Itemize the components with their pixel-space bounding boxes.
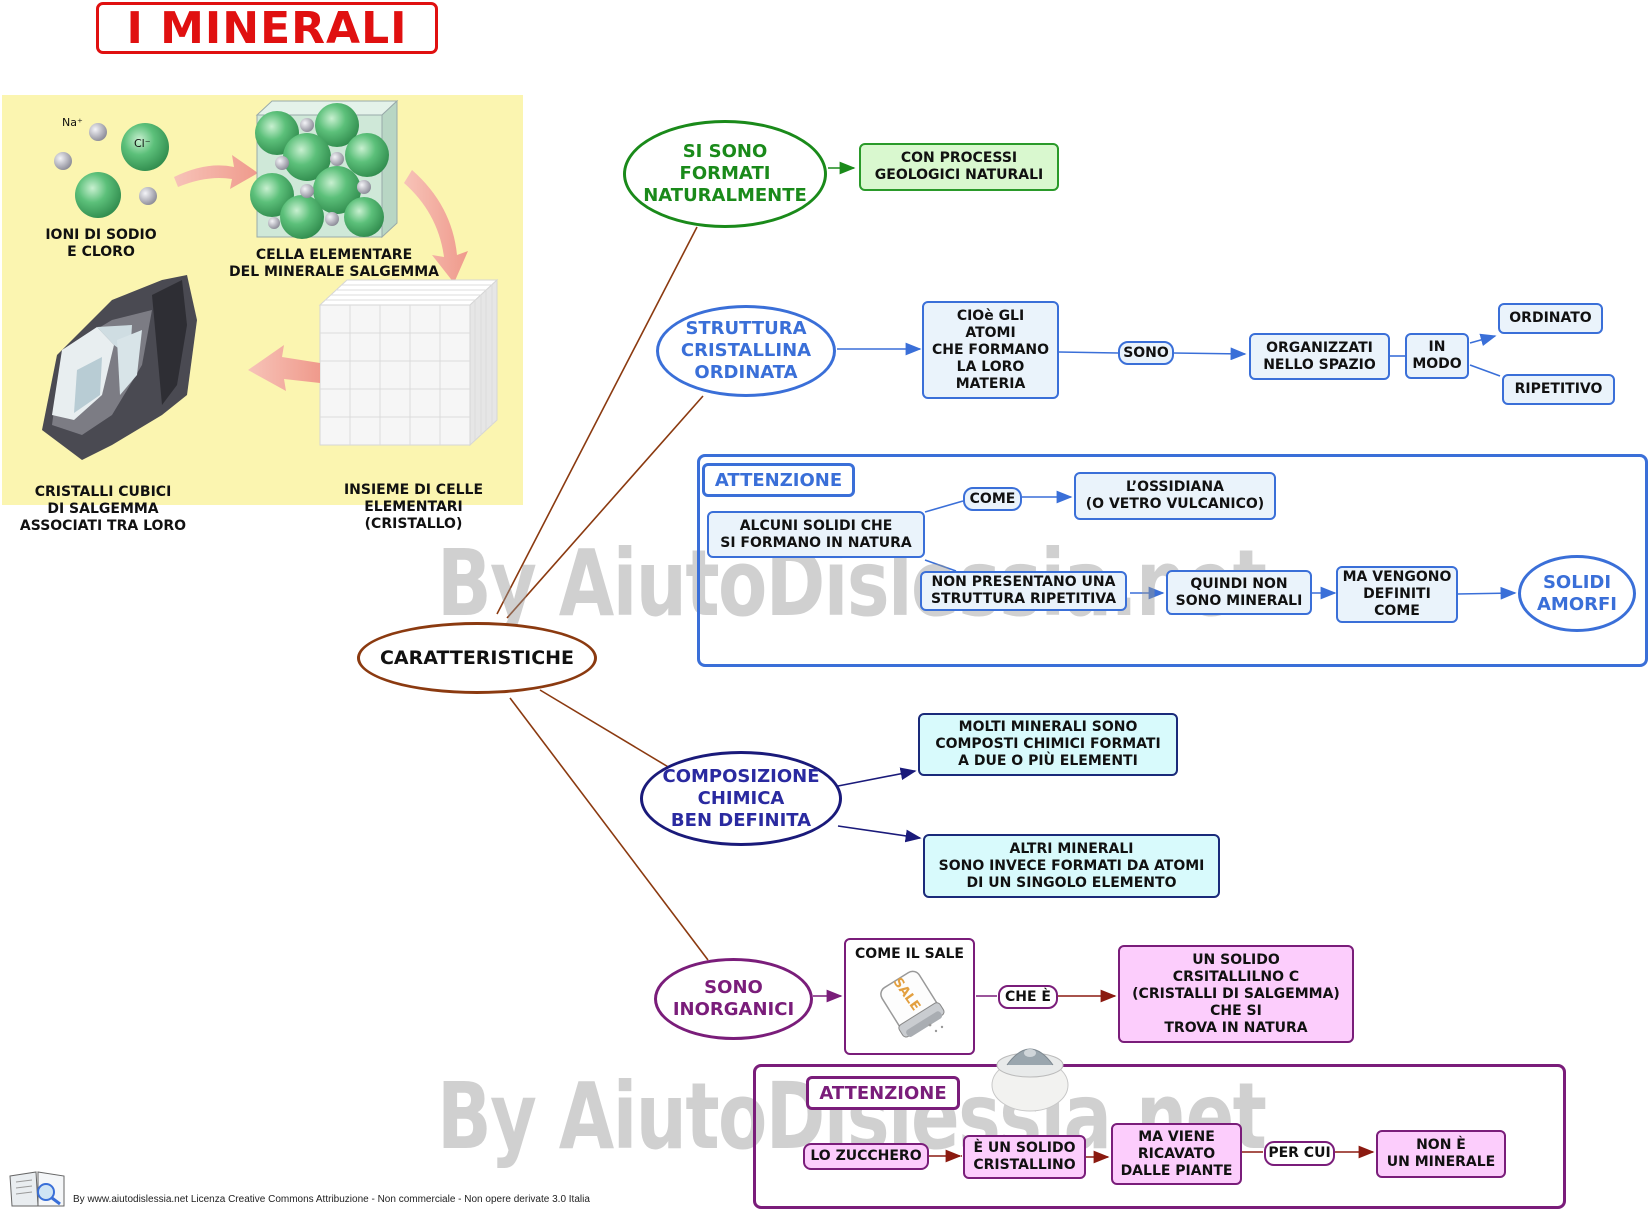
crystal-cube-icon: [318, 278, 499, 447]
box-un-solido-cristallino: UN SOLIDO CRSITALLILNO C (CRISTALLI DI S…: [1118, 945, 1354, 1043]
attenzione-frame-1: [697, 454, 1648, 667]
box-per-cui: PER CUI: [1264, 1141, 1335, 1166]
box-molti-minerali: MOLTI MINERALI SONO COMPOSTI CHIMICI FOR…: [918, 713, 1178, 776]
come-il-sale-label: COME IL SALE: [855, 946, 964, 962]
caption-cella: CELLA ELEMENTARE DEL MINERALE SALGEMMA: [229, 247, 439, 280]
box-e-un-solido: È UN SOLIDO CRISTALLINO: [963, 1135, 1086, 1179]
label-attenzione-1: ATTENZIONE: [702, 463, 855, 497]
ion-label-na: Na⁺: [62, 116, 83, 129]
node-formati-naturalmente: SI SONO FORMATI NATURALMENTE: [623, 120, 827, 228]
node-sono-inorganici: SONO INORGANICI: [654, 958, 813, 1040]
node-solidi-amorfi: SOLIDI AMORFI: [1518, 555, 1636, 632]
caption-insieme: INSIEME DI CELLE ELEMENTARI (CRISTALLO): [343, 482, 484, 532]
page-title-text: I MINERALI: [126, 2, 408, 54]
box-ripetitivo: RIPETITIVO: [1502, 374, 1615, 405]
box-come: COME: [963, 487, 1022, 511]
unit-cell-icon: [250, 99, 399, 239]
box-processi-geologici: CON PROCESSI GEOLOGICI NATURALI: [859, 143, 1059, 191]
box-quindi-non: QUINDI NON SONO MINERALI: [1166, 570, 1312, 615]
box-non-minerale: NON È UN MINERALE: [1376, 1130, 1506, 1178]
box-altri-minerali: ALTRI MINERALI SONO INVECE FORMATI DA AT…: [923, 834, 1220, 898]
label-attenzione-2: ATTENZIONE: [806, 1076, 960, 1110]
sugar-bowl-icon: [991, 1048, 1069, 1112]
box-ossidiana: L’OSSIDIANA (O VETRO VULCANICO): [1074, 472, 1276, 520]
salt-shaker-icon: [880, 970, 945, 1038]
box-non-presentano: NON PRESENTANO UNA STRUTTURA RIPETITIVA: [920, 571, 1127, 611]
caption-cristalli: CRISTALLI CUBICI DI SALGEMMA ASSOCIATI T…: [19, 484, 187, 534]
box-in-modo: IN MODO: [1405, 333, 1469, 379]
box-organizzati: ORGANIZZATI NELLO SPAZIO: [1249, 333, 1390, 380]
box-ricavato-piante: MA VIENE RICAVATO DALLE PIANTE: [1111, 1123, 1242, 1185]
caption-ioni: IONI DI SODIO E CLORO: [45, 227, 157, 260]
crystal-illustration: [42, 99, 499, 460]
box-sono: SONO: [1118, 341, 1174, 365]
chloride-ion-icon: [121, 123, 169, 171]
ion-label-cl: Cl⁻: [134, 137, 151, 150]
page-title: I MINERALI: [96, 2, 438, 54]
book-logo-icon: [9, 1171, 65, 1207]
footer-license: By www.aiutodislessia.net Licenza Creati…: [73, 1194, 590, 1205]
attenzione-frame-2: [753, 1064, 1566, 1209]
node-composizione-chimica: COMPOSIZIONE CHIMICA BEN DEFINITA: [640, 751, 842, 846]
box-ordinato: ORDINATO: [1498, 303, 1603, 334]
box-cioe-atomi: CIOè GLI ATOMI CHE FORMANO LA LORO MATER…: [922, 301, 1059, 399]
center-node: CARATTERISTICHE: [357, 622, 597, 694]
box-lo-zucchero: LO ZUCCHERO: [803, 1143, 929, 1170]
sodium-ion-icon: [89, 123, 107, 141]
box-che-e: CHE È: [998, 985, 1058, 1009]
node-struttura-cristallina: STRUTTURA CRISTALLINA ORDINATA: [656, 305, 836, 397]
box-ma-vengono: MA VENGONO DEFINITI COME: [1336, 566, 1458, 623]
salt-rock-icon: [42, 275, 197, 460]
box-alcuni-solidi: ALCUNI SOLIDI CHE SI FORMANO IN NATURA: [707, 511, 925, 558]
